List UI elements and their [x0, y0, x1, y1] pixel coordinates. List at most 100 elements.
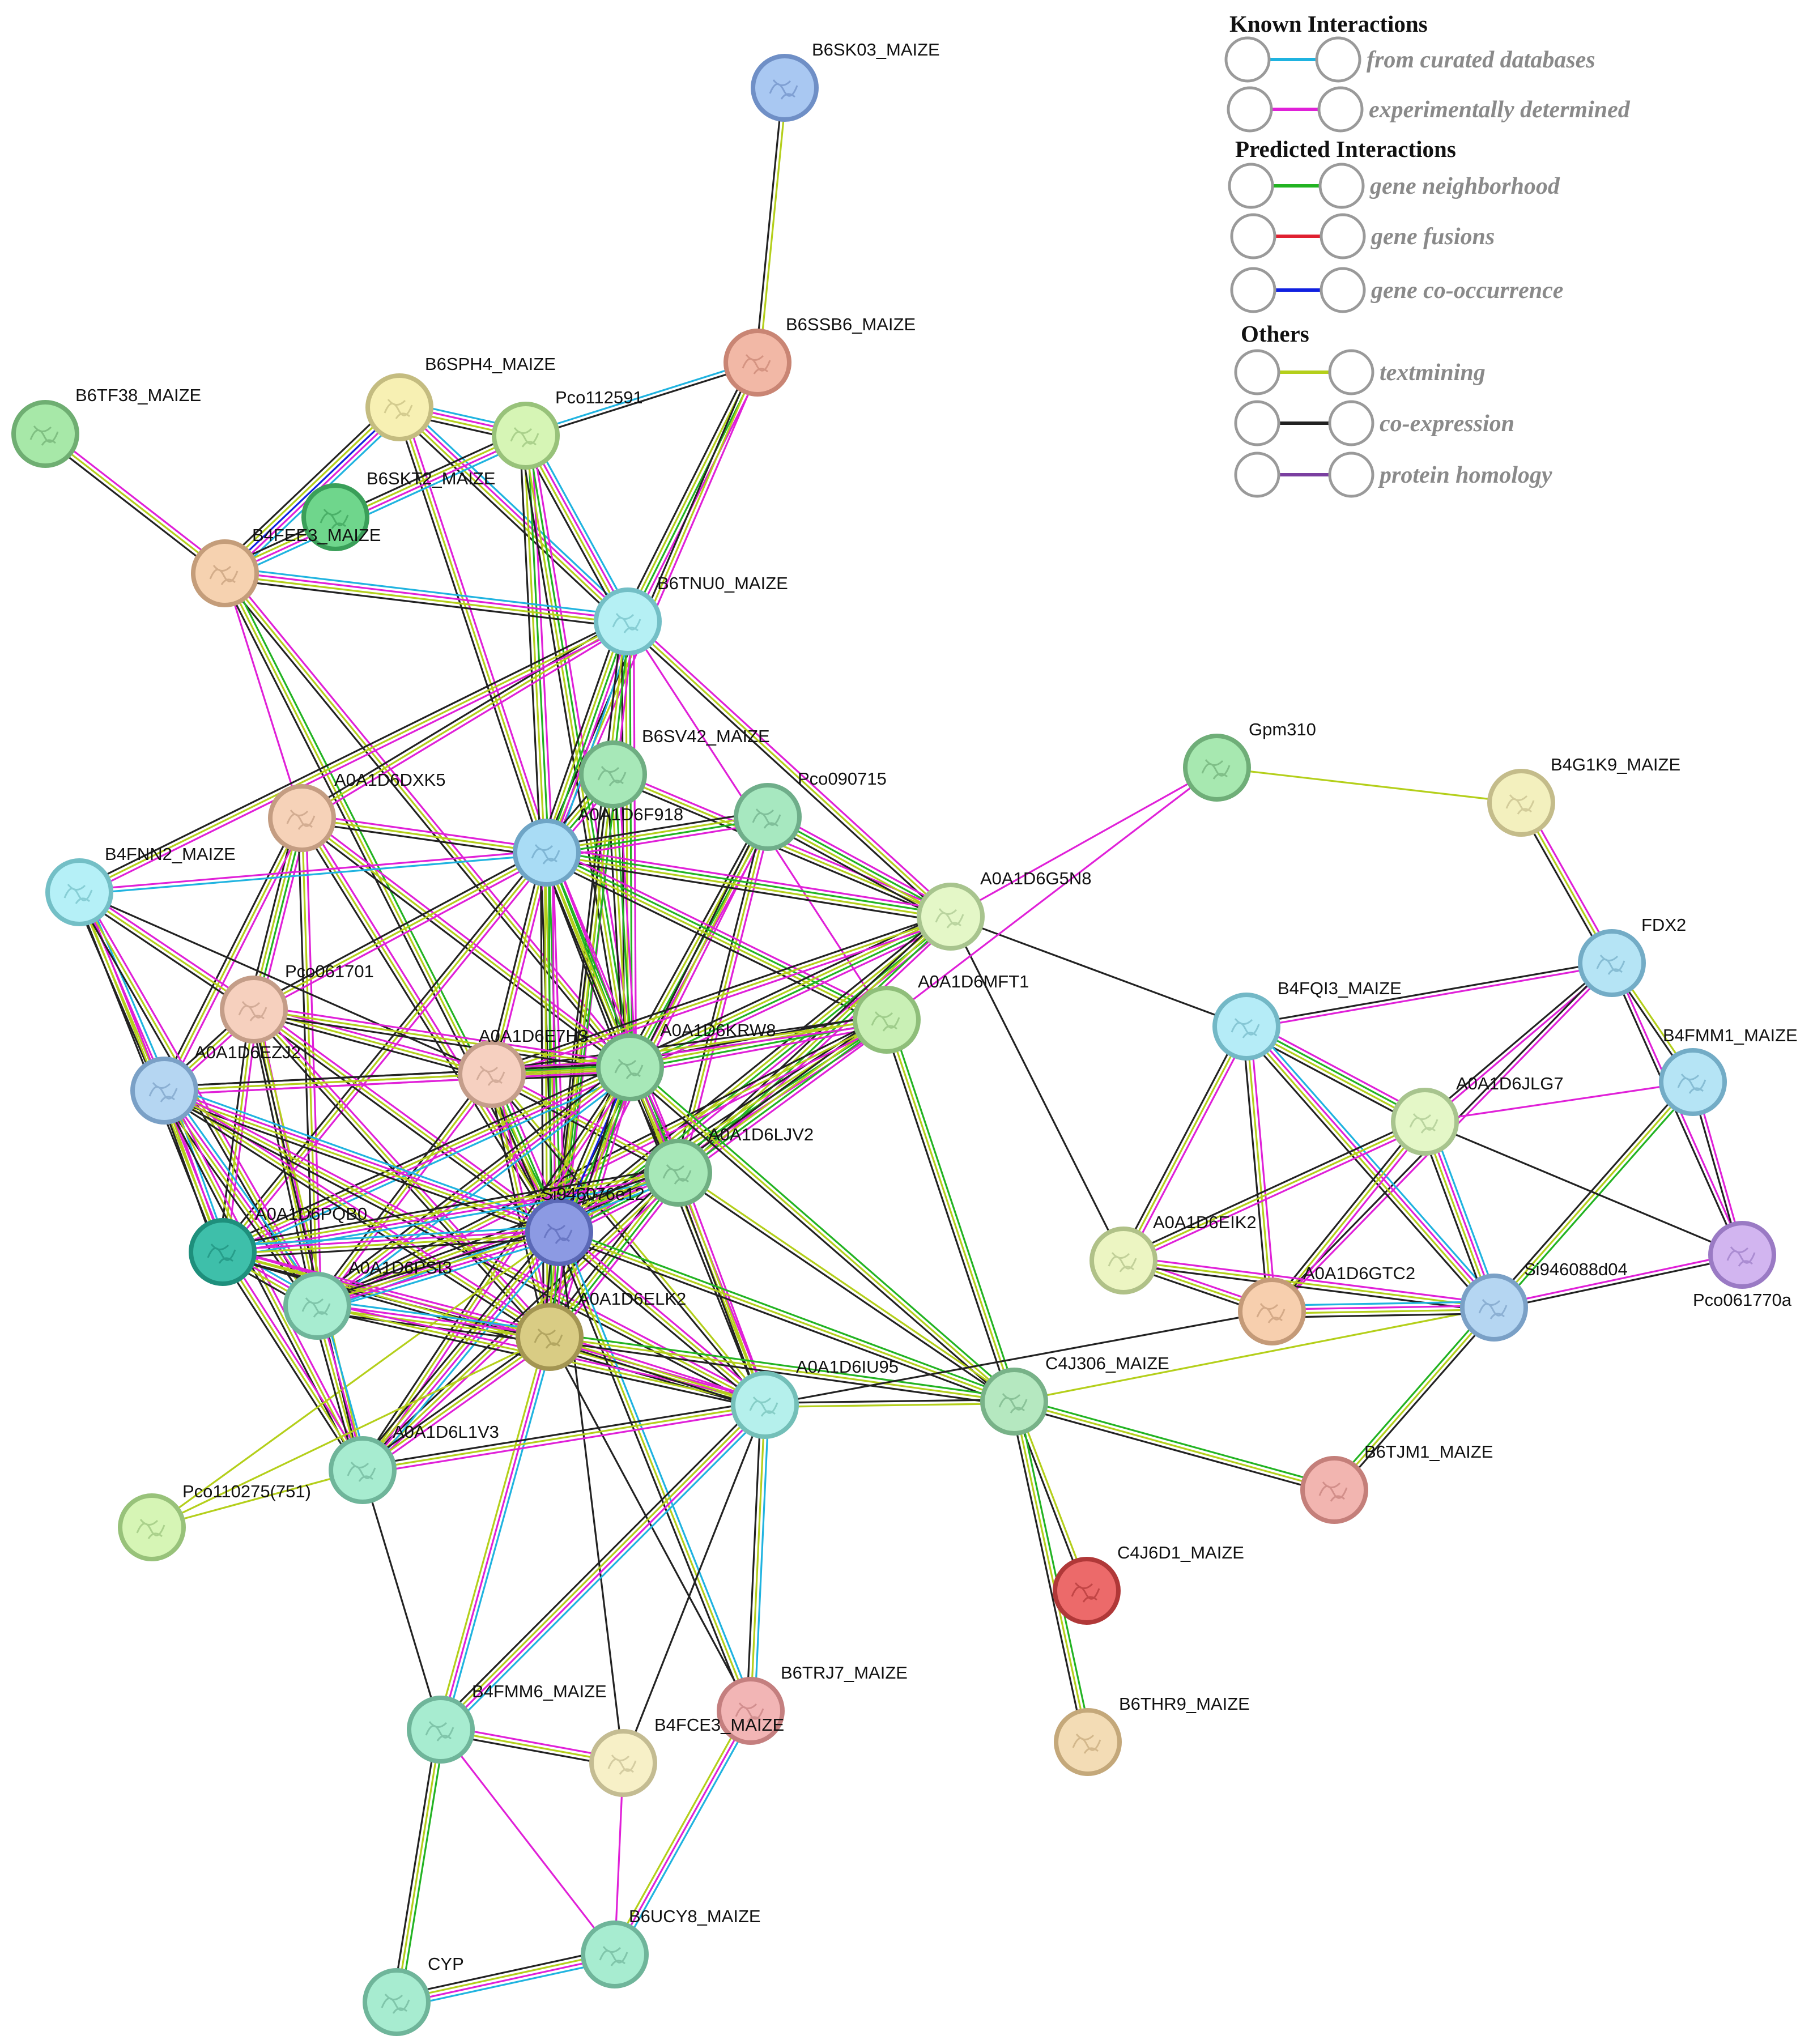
edge-si946076e12-a0a1d6iu95[interactable]	[556, 1228, 768, 1409]
edge-a0a1d6l1v3-b4fmm6-maize[interactable]	[361, 1470, 442, 1730]
edge-b6ucy8-maize-cyp[interactable]	[395, 1948, 616, 2009]
node-b4fqi3-maize[interactable]	[1212, 993, 1280, 1061]
edge-b6sph4-maize-b6tnu0-maize[interactable]	[394, 402, 633, 627]
edge-b4fqi3-maize-si946088d04[interactable]	[1241, 1022, 1500, 1312]
node-b4fmm1-maize[interactable]	[1659, 1048, 1727, 1116]
edge-c4j306-maize-b6tjm1-maize[interactable]	[1012, 1396, 1336, 1495]
edge-b6tnu0-maize-b4fnn2-maize[interactable]	[77, 617, 630, 897]
edge-a0a1d6f918-b4fnn2-maize[interactable]	[79, 849, 547, 896]
node-c4j6d1-maize[interactable]	[1053, 1557, 1121, 1625]
edge-pco061701-si946076e12[interactable]	[250, 1006, 563, 1236]
node-a0a1d6mft1[interactable]	[853, 986, 921, 1054]
edge-si946076e12-a0a1d6psi3[interactable]	[315, 1225, 561, 1313]
node-a0a1d6pqb0[interactable]	[189, 1218, 257, 1286]
edge-b6tnu0-maize-a0a1d6dxk5[interactable]	[299, 617, 631, 823]
node-pco061770a[interactable]	[1708, 1221, 1776, 1289]
node-pco090715[interactable]	[734, 783, 802, 851]
edge-a0a1d6elk2-pco110275-751[interactable]	[151, 1336, 550, 1528]
node-b6ucy8-maize[interactable]	[581, 1920, 649, 1988]
edge-b4fnn2-maize-a0a1d6e7h3[interactable]	[79, 891, 492, 1075]
edge-pco112591-b6tnu0-maize[interactable]	[520, 432, 634, 625]
edge-a0a1d6iu95-b4fce3-maize[interactable]	[622, 1404, 766, 1764]
edge-b6sk03-maize-b6ssb6-maize[interactable]	[754, 87, 788, 363]
edge-a0a1d6elk2-a0a1d6l1v3[interactable]	[360, 1332, 552, 1475]
node-a0a1d6psi3[interactable]	[283, 1272, 351, 1340]
edge-a0a1d6iu95-b4fmm6-maize[interactable]	[436, 1400, 770, 1735]
edge-c4j306-maize-a0a1d6iu95[interactable]	[764, 1398, 1015, 1408]
node-pco061701[interactable]	[220, 976, 288, 1044]
edge-b4fee3-maize-a0a1d6krw8[interactable]	[221, 570, 634, 1071]
node-a0a1d6iu95[interactable]	[731, 1371, 799, 1439]
edge-pco061701-a0a1d6krw8[interactable]	[253, 1004, 631, 1072]
edge-a0a1d6f918-a0a1d6g5n8[interactable]	[546, 846, 952, 923]
edge-a0a1d6eik2-si946088d04[interactable]	[1122, 1255, 1495, 1313]
edge-b6tf38-maize-b4fee3-maize[interactable]	[42, 430, 228, 577]
edge-pco112591-a0a1d6f918[interactable]	[518, 435, 554, 853]
edge-a0a1d6g5n8-gpm310[interactable]	[950, 766, 1218, 918]
node-a0a1d6ezj2[interactable]	[130, 1057, 198, 1125]
node-a0a1d6f918[interactable]	[513, 819, 581, 887]
edge-a0a1d6pqb0-si946076e12[interactable]	[222, 1225, 560, 1259]
edge-b4fmm1-maize-a0a1d6jlg7[interactable]	[1424, 1081, 1693, 1123]
node-a0a1d6jlg7[interactable]	[1391, 1088, 1459, 1156]
node-si946076e12[interactable]	[525, 1198, 593, 1266]
edge-a0a1d6ljv2-c4j306-maize[interactable]	[676, 1170, 1016, 1404]
edge-b6trj7-maize-b6ucy8-maize[interactable]	[610, 1708, 755, 1957]
edge-a0a1d6l1v3-pco110275-751[interactable]	[151, 1469, 363, 1528]
edge-pco112591-b6ssb6-maize[interactable]	[525, 360, 759, 438]
node-cyp[interactable]	[363, 1968, 431, 2036]
edge-a0a1d6krw8-a0a1d6ezj2[interactable]	[164, 1062, 631, 1096]
edge-a0a1d6e7h3-a0a1d6psi3[interactable]	[313, 1071, 496, 1309]
node-b6trj7-maize[interactable]	[717, 1677, 785, 1745]
node-a0a1d6ljv2[interactable]	[644, 1139, 712, 1207]
edge-a0a1d6ezj2-a0a1d6elk2[interactable]	[161, 1086, 552, 1342]
edge-b6sph4-maize-a0a1d6f918[interactable]	[394, 406, 552, 854]
edge-si946088d04-pco061770a[interactable]	[1493, 1252, 1743, 1310]
edge-pco090715-a0a1d6g5n8[interactable]	[764, 811, 954, 923]
edge-a0a1d6elk2-c4j306-maize[interactable]	[548, 1332, 1015, 1407]
edge-a0a1d6iu95-a0a1d6gtc2[interactable]	[764, 1310, 1272, 1406]
edge-a0a1d6elk2-a0a1d6iu95[interactable]	[548, 1332, 767, 1410]
edge-a0a1d6f918-pco061701[interactable]	[251, 848, 550, 1014]
edge-b4fnn2-maize-pco061701[interactable]	[76, 888, 257, 1014]
edge-b4fee3-maize-a0a1d6dxk5[interactable]	[224, 573, 303, 819]
edge-a0a1d6f918-a0a1d6mft1[interactable]	[543, 846, 890, 1026]
node-b4fnn2-maize[interactable]	[45, 858, 113, 926]
edge-gpm310-a0a1d6mft1[interactable]	[886, 766, 1218, 1021]
node-fdx2[interactable]	[1578, 929, 1646, 997]
edge-a0a1d6dxk5-a0a1d6krw8[interactable]	[299, 814, 633, 1071]
edge-a0a1d6gtc2-si946088d04[interactable]	[1271, 1300, 1495, 1319]
edge-a0a1d6jlg7-a0a1d6eik2[interactable]	[1121, 1117, 1427, 1265]
node-a0a1d6e7h3[interactable]	[458, 1040, 526, 1108]
node-a0a1d6l1v3[interactable]	[329, 1436, 397, 1504]
edge-a0a1d6g5n8-b4fqi3-maize[interactable]	[950, 915, 1247, 1028]
edge-a0a1d6mft1-c4j306-maize[interactable]	[882, 1018, 1019, 1403]
edge-a0a1d6krw8-c4j306-maize[interactable]	[627, 1063, 1018, 1406]
node-pco110275-751[interactable]	[118, 1493, 186, 1561]
edge-a0a1d6g5n8-a0a1d6e7h3[interactable]	[490, 912, 952, 1079]
node-a0a1d6krw8[interactable]	[596, 1033, 664, 1101]
edge-a0a1d6e7h3-a0a1d6ljv2[interactable]	[489, 1070, 681, 1177]
node-a0a1d6eik2[interactable]	[1089, 1227, 1157, 1294]
node-b6sk03-maize[interactable]	[751, 54, 819, 122]
edge-b4fee3-maize-b6tnu0-maize[interactable]	[224, 566, 629, 629]
node-b6sph4-maize[interactable]	[365, 373, 433, 441]
node-b6skt2-maize[interactable]	[301, 483, 369, 551]
edge-si946076e12-b6trj7-maize[interactable]	[555, 1230, 755, 1713]
node-b6thr9-maize[interactable]	[1054, 1708, 1122, 1776]
node-c4j306-maize[interactable]	[980, 1368, 1048, 1436]
edge-b4fmm6-maize-cyp[interactable]	[391, 1728, 446, 2003]
edge-a0a1d6iu95-a0a1d6l1v3[interactable]	[361, 1400, 766, 1475]
node-b6tjm1-maize[interactable]	[1300, 1456, 1368, 1524]
node-b6tnu0-maize[interactable]	[594, 587, 662, 655]
node-gpm310[interactable]	[1183, 734, 1251, 802]
node-a0a1d6g5n8[interactable]	[917, 883, 985, 951]
node-a0a1d6gtc2[interactable]	[1238, 1278, 1306, 1345]
node-b6tf38-maize[interactable]	[11, 400, 79, 468]
node-b4fce3-maize[interactable]	[589, 1729, 657, 1797]
edge-a0a1d6krw8-a0a1d6psi3[interactable]	[313, 1062, 635, 1311]
edge-a0a1d6dxk5-a0a1d6f918[interactable]	[301, 813, 548, 858]
edge-si946076e12-pco110275-751[interactable]	[151, 1231, 560, 1528]
edge-a0a1d6f918-a0a1d6pqb0[interactable]	[219, 849, 551, 1255]
edge-c4j306-maize-si946088d04[interactable]	[1014, 1306, 1495, 1403]
